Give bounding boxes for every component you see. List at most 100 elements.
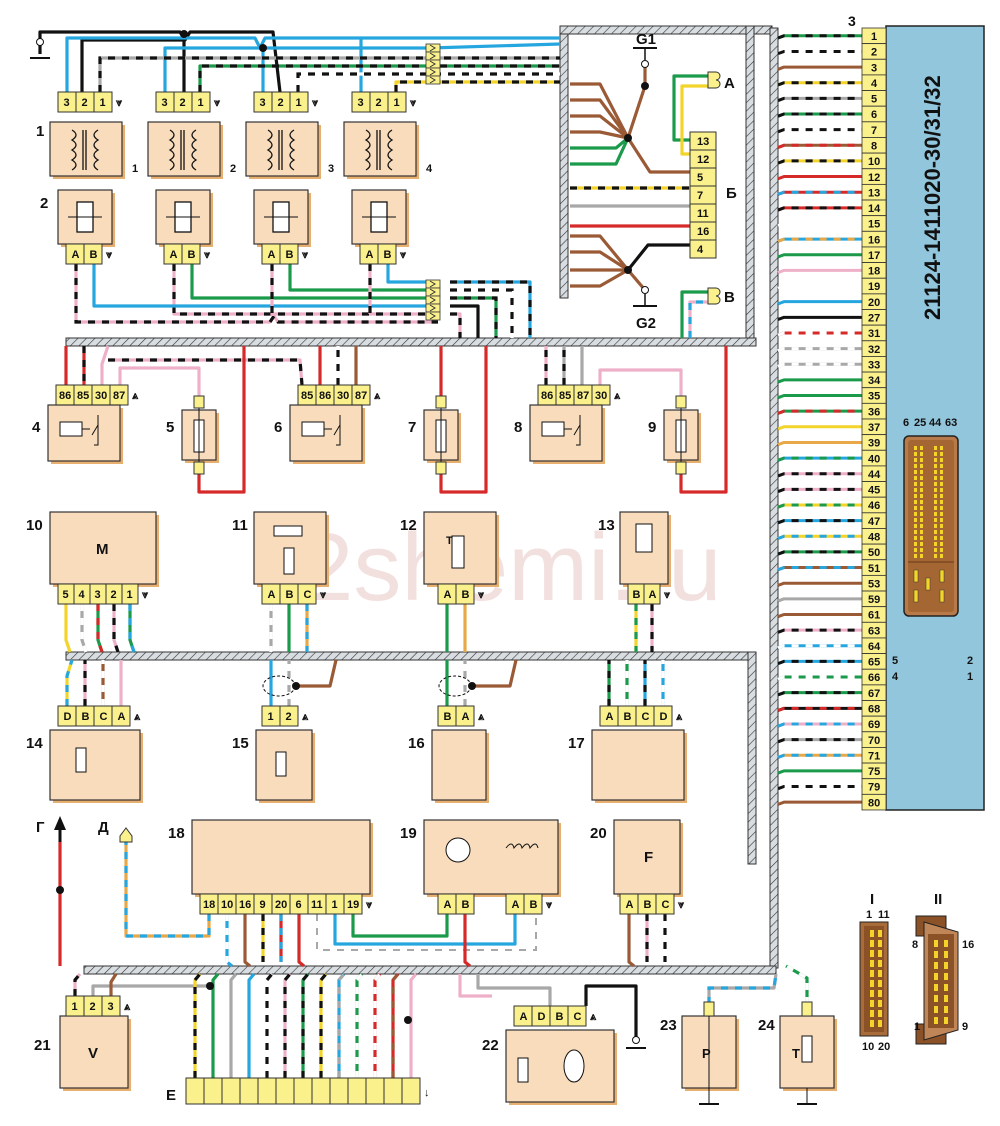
ecu-pin-label-63: 63 xyxy=(868,625,880,637)
coil-3-connector-pin-label-2: 2 xyxy=(278,97,284,109)
wire-stripe xyxy=(450,296,498,338)
ecu-wire-79-stripe xyxy=(777,785,862,791)
injector-2-connector-plug-icon: ⩔ xyxy=(203,249,211,261)
cluster-18-connector-pin-label-9: 9 xyxy=(260,899,266,911)
ecu-wire-70-stripe xyxy=(777,738,862,744)
ecu-wire-4-stripe xyxy=(777,81,862,87)
ecu-slot xyxy=(940,452,943,456)
ecu-slot xyxy=(914,488,917,492)
ecu-slot xyxy=(934,506,937,510)
ecu-pin-label-36: 36 xyxy=(868,406,880,418)
ecu-slot xyxy=(914,542,917,546)
injector-4-connector-pin-label-A: A xyxy=(366,249,374,261)
terminal-block-e-cell xyxy=(365,1077,385,1105)
ecu-slot xyxy=(920,548,923,552)
relay-8-connector-pin-label-85: 85 xyxy=(559,390,571,402)
coil-4-connector-pin-label-2: 2 xyxy=(376,97,382,109)
relay-6-connector-pin-label-85: 85 xyxy=(301,390,313,402)
terminal-e-wire-stripe xyxy=(355,972,364,1078)
terminal-e-wire-stripe xyxy=(373,972,382,1078)
connector-b-pin-label-7: 7 xyxy=(697,190,703,202)
actuator-22-connector-pin-label-D: D xyxy=(538,1011,546,1023)
iac-17-connector-pin-label-D: D xyxy=(660,711,668,723)
speed-symbol: V xyxy=(88,1045,98,1062)
harness xyxy=(65,25,779,975)
output-e-label: Е xyxy=(166,1087,176,1104)
motor-wire xyxy=(128,604,136,653)
coil-3-connector-pin-label-3: 3 xyxy=(260,97,266,109)
ecu-wire-67-stripe xyxy=(777,691,862,697)
splice xyxy=(624,134,632,142)
wire-stripe xyxy=(108,358,304,386)
pump-20-connector-pin-C xyxy=(655,893,675,915)
inline-connector-0 xyxy=(425,75,441,85)
coil-1-connector-pin-label-2: 2 xyxy=(82,97,88,109)
shield-dot xyxy=(468,682,476,690)
actuator-22-connector-pin-label-A: A xyxy=(520,1011,528,1023)
cv2-slot xyxy=(944,951,948,958)
ecu-conn-side-2: 2 xyxy=(967,655,973,667)
actuator-22-connector-pin-label-B: B xyxy=(556,1011,564,1023)
cv1-slot xyxy=(878,990,882,997)
fuse-terminal xyxy=(675,461,687,475)
ecu-wire-75 xyxy=(777,769,862,775)
cv2-slot xyxy=(934,951,938,958)
coil-3-connector-plug-icon: ⩔ xyxy=(311,97,319,109)
wire xyxy=(688,300,708,338)
terminal-block-e-cell xyxy=(257,1077,277,1105)
cv2-left-1: 1 xyxy=(914,1021,920,1033)
actuator-22-connector-plug-icon: ⩓ xyxy=(589,1011,597,1023)
ecu-pin-label-33: 33 xyxy=(868,359,880,371)
coil-2-connector-pin-1 xyxy=(191,91,211,113)
ecu-power-slot xyxy=(913,569,919,583)
inline-connector-pin xyxy=(429,68,436,76)
wire xyxy=(463,914,471,968)
knock-15-connector-pin-label-2: 2 xyxy=(286,711,292,723)
terminal-block-e-cell xyxy=(311,1077,331,1105)
relay-4-connector-pin-label-30: 30 xyxy=(95,390,107,402)
wire-stripe xyxy=(450,312,462,338)
motor-wire xyxy=(80,604,88,653)
ecu-pin-80 xyxy=(861,793,887,811)
cv1-slot xyxy=(878,960,882,967)
crank-16-connector-pin-label-A: A xyxy=(462,711,470,723)
resistor-icon xyxy=(283,547,295,575)
pump-20-connector-plug-icon: ⩔ xyxy=(677,899,685,911)
ecu-pin-label-1: 1 xyxy=(871,31,877,43)
cv1-slot xyxy=(878,930,882,937)
wire xyxy=(190,264,438,300)
ecu-slot xyxy=(920,524,923,528)
terminal-e-wire-stripe xyxy=(193,972,202,1078)
ecu-pin-label-8: 8 xyxy=(871,140,877,152)
injector-4-connector-plug-icon: ⩔ xyxy=(399,249,407,261)
wire-stripe xyxy=(450,288,514,338)
inline-connector-1 xyxy=(425,279,441,289)
dc-motor-icon xyxy=(563,1049,585,1083)
ecu-pin-label-59: 59 xyxy=(868,594,880,606)
component-12-label: 12 xyxy=(400,517,417,534)
splice xyxy=(404,1016,412,1024)
wire xyxy=(570,250,629,272)
ecu-pin-label-65: 65 xyxy=(868,657,880,669)
pressure-switch-symbol: P xyxy=(702,1046,711,1061)
ecu-slot xyxy=(940,524,943,528)
motor-wire xyxy=(96,604,104,653)
cv1-slot xyxy=(870,990,874,997)
thermistor-icon xyxy=(451,535,465,569)
cluster-18 xyxy=(191,819,371,895)
ecu-wire-35 xyxy=(777,394,862,400)
coil-cylinder-4: 4 xyxy=(426,163,433,175)
ecu-wire-33-stripe xyxy=(777,362,862,368)
inline-connector-1 xyxy=(425,295,441,305)
ecu-slot xyxy=(920,446,923,450)
ecu-pin-label-53: 53 xyxy=(868,578,880,590)
ecu-pin-label-7: 7 xyxy=(871,125,877,137)
immo-19-conn1-pin-B xyxy=(455,893,475,915)
cv1-slot xyxy=(878,970,882,977)
ecu-wire-44-stripe xyxy=(777,472,862,478)
ecu-pin-label-71: 71 xyxy=(868,750,880,762)
ecu-slot xyxy=(940,512,943,516)
injector-1-connector-pin-B xyxy=(83,243,103,265)
terminal-e-wire-stripe xyxy=(391,972,400,1078)
ecu-wire-8-stripe xyxy=(777,143,862,149)
